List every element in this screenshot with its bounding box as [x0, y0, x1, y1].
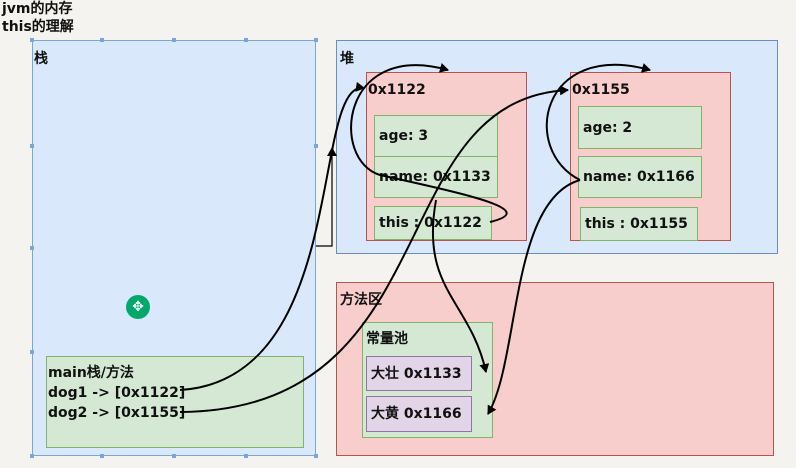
connector-stack-heap: [316, 147, 337, 247]
arrow-this-to-object: [350, 63, 508, 223]
object-field-this[interactable]: this : 0x1155: [580, 207, 698, 241]
arrow-dog2-to-0x1155: [179, 85, 569, 413]
diagram-title-line1: jvm的内存: [2, 1, 73, 17]
object-address: 0x1122: [368, 82, 426, 98]
arrow-dog1-to-0x1122: [179, 81, 365, 391]
object-field-age[interactable]: age: 2: [578, 106, 702, 149]
string-constant[interactable]: 大黄 0x1166: [366, 396, 472, 432]
move-handle-icon[interactable]: ✥: [126, 295, 150, 319]
arrow-name-to-string: [487, 179, 581, 415]
arrow-this-to-object: [545, 63, 651, 181]
string-constant[interactable]: 大壮 0x1133: [366, 356, 472, 391]
object-field-name[interactable]: name: 0x1133: [374, 156, 498, 198]
dog1-reference: dog1 -> [0x1122]: [48, 385, 186, 401]
object-field-age[interactable]: age: 3: [374, 115, 498, 157]
stack-label: 栈: [34, 51, 48, 67]
diagram-title-line2: this的理解: [2, 19, 74, 35]
main-frame-label: main栈/方法: [48, 365, 134, 381]
main-frame[interactable]: [46, 356, 304, 448]
arrow-name-to-string: [431, 199, 490, 373]
method-area-label: 方法区: [340, 292, 382, 308]
dog2-reference: dog2 -> [0x1155]: [48, 405, 186, 421]
object-field-name[interactable]: name: 0x1166: [578, 156, 702, 198]
constant-pool-label: 常量池: [366, 331, 408, 347]
object-address: 0x1155: [572, 82, 630, 98]
selection-handles: [30, 38, 318, 458]
heap-label: 堆: [340, 51, 354, 67]
